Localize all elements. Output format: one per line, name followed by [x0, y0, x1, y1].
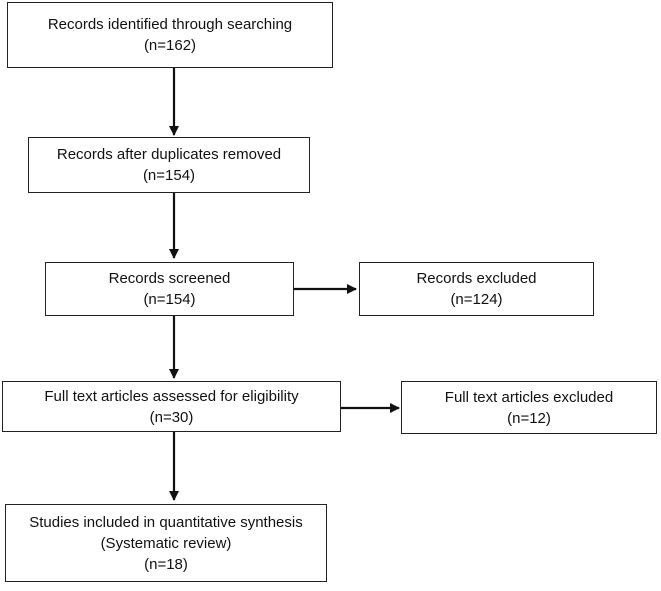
box-count: (n=124)	[450, 291, 503, 308]
box-records-identified: Records identified through searching (n=…	[7, 2, 333, 68]
box-records-screened: Records screened (n=154)	[45, 262, 294, 316]
box-records-deduplicated: Records after duplicates removed (n=154)	[28, 137, 310, 193]
box-records-excluded: Records excluded (n=124)	[359, 262, 594, 316]
box-title: Records identified through searching	[47, 16, 293, 33]
box-count: (n=18)	[144, 555, 188, 573]
box-title: Records excluded	[416, 270, 537, 287]
box-fulltext-excluded: Full text articles excluded (n=12)	[401, 381, 657, 434]
box-count: (n=30)	[149, 408, 194, 426]
box-title: Full text articles assessed for eligibil…	[44, 387, 299, 405]
box-title: Records after duplicates removed	[56, 146, 282, 163]
box-count: (n=12)	[507, 409, 551, 427]
box-title: Records screened	[108, 270, 231, 287]
box-count: (n=154)	[142, 167, 196, 184]
box-studies-included: Studies included in quantitative synthes…	[5, 504, 327, 582]
box-count: (n=162)	[143, 37, 197, 54]
box-fulltext-assessed: Full text articles assessed for eligibil…	[2, 381, 341, 432]
box-title: Full text articles excluded	[444, 388, 614, 406]
box-count: (n=154)	[143, 291, 196, 308]
box-title: Studies included in quantitative synthes…	[29, 513, 303, 531]
box-subtitle: (Systematic review)	[100, 534, 232, 552]
